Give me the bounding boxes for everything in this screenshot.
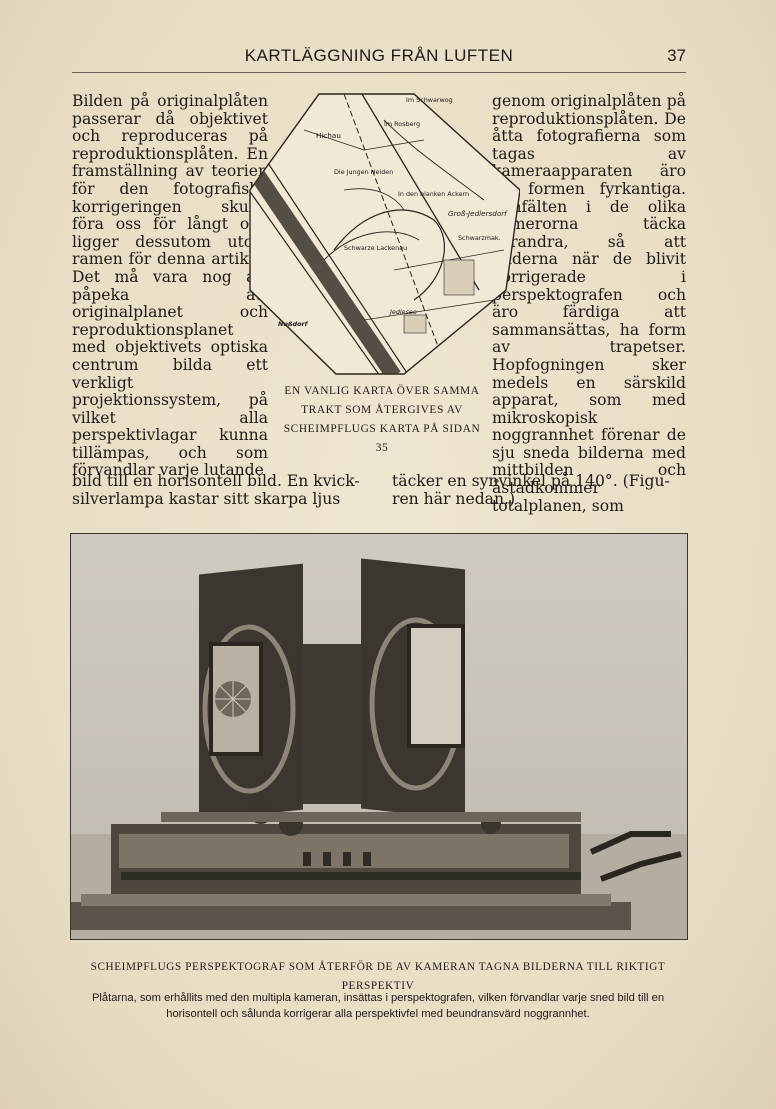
- map-label: Hichau: [316, 131, 341, 140]
- map-label: Groß-Jedlersdorf: [448, 209, 508, 218]
- map-label: Die Jungen Heiden: [334, 168, 393, 176]
- left-column-text: Bilden på originalplåten passerar då obj…: [72, 92, 268, 480]
- running-title: KARTLÄGGNING FRÅN LUFTEN: [244, 46, 514, 65]
- map-illustration: Im Schwarwog Im Rosberg Hichau Die Junge…: [244, 90, 521, 376]
- map-caption: EN VANLIG KARTA ÖVER SAMMA TRAKT SOM ÅTE…: [283, 385, 481, 454]
- page-number: 37: [667, 46, 686, 65]
- map-label: Schwarze Lackenau: [344, 244, 407, 252]
- right-bottom-line-1: täcker en synvinkel på 140°. (Figu-: [392, 472, 670, 490]
- photo-subcaption: Plåtarna, som erhållits med den multipla…: [91, 992, 665, 1020]
- map-label: Jedlesee: [388, 308, 417, 316]
- photo-caption: SCHEIMPFLUGS PERSPEKTOGRAF SOM ÅTERFÖR D…: [90, 961, 666, 992]
- map-label: Im Rosberg: [384, 120, 420, 128]
- map-label: Nußdorf: [278, 320, 309, 328]
- running-header: KARTLÄGGNING FRÅN LUFTEN 37: [72, 46, 686, 73]
- left-bottom-line-2: silverlampa kastar sitt skarpa ljus: [72, 490, 341, 508]
- perspektograf-photo: [70, 533, 688, 940]
- map-label: In den blanken Ackern: [398, 190, 469, 198]
- right-bottom-line-2: ren här nedan.): [392, 490, 516, 508]
- right-column-text: genom originalplåten på reproduktionsplå…: [492, 92, 686, 515]
- map-label: Im Schwarwog: [406, 96, 453, 104]
- map-label: Schwarzmak.: [458, 234, 501, 242]
- left-bottom-line-1: bild till en horisontell bild. En kvick-: [72, 472, 360, 490]
